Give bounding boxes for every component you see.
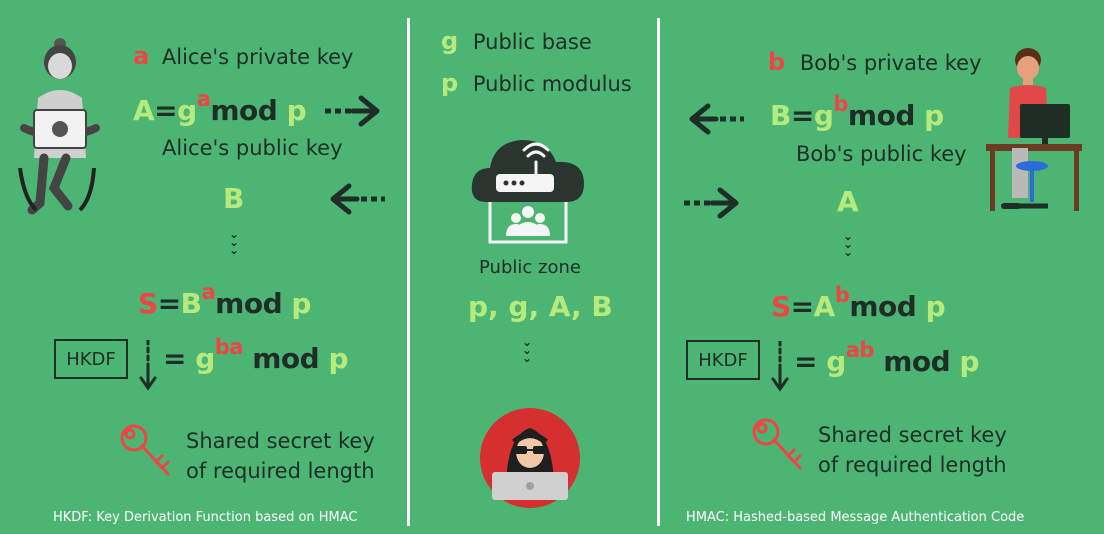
public-modulus-symbol: p xyxy=(441,69,458,97)
alice-hkdf-box: HKDF xyxy=(54,339,128,379)
public-zone-label: Public zone xyxy=(479,257,581,278)
divider-right xyxy=(657,18,660,526)
arrow-right-icon xyxy=(684,186,744,220)
bob-received-value: A xyxy=(837,185,859,218)
bob-secret-equation: S=Abmod p xyxy=(771,293,945,321)
alice-private-key-row: a Alice's private key xyxy=(133,42,353,70)
footer-left: HKDF: Key Derivation Function based on H… xyxy=(53,510,358,525)
footer-right: HMAC: Hashed-based Message Authenticatio… xyxy=(686,510,1024,525)
bob-hkdf-equation: = gab mod p xyxy=(794,348,979,376)
alice-illustration xyxy=(14,38,106,218)
bob-illustration xyxy=(982,44,1086,216)
bob-hkdf-box: HKDF xyxy=(686,340,760,380)
chevrons-down-icon: ⌄⌄⌄ xyxy=(224,230,244,254)
public-base-row: g Public base xyxy=(441,27,592,55)
chevrons-down-icon: ⌄⌄⌄ xyxy=(838,232,858,256)
alice-received-value: B xyxy=(223,182,244,215)
hacker-icon xyxy=(478,406,582,510)
key-icon xyxy=(118,422,174,482)
public-modulus-row: p Public modulus xyxy=(441,69,632,97)
public-modulus-label: Public modulus xyxy=(473,72,632,96)
alice-public-equation: A=gamod p xyxy=(133,97,306,125)
arrow-down-icon xyxy=(770,341,790,395)
chevrons-down-icon: ⌄⌄⌄ xyxy=(517,338,537,362)
alice-public-label: Alice's public key xyxy=(162,136,343,160)
arrow-left-icon xyxy=(684,102,744,136)
key-icon xyxy=(750,416,806,476)
alice-private-label: Alice's private key xyxy=(162,45,354,69)
public-base-symbol: g xyxy=(441,27,458,55)
alice-secret-equation: S=Bamod p xyxy=(138,290,311,318)
alice-shared-key-text: Shared secret key of required length xyxy=(186,426,375,486)
alice-private-symbol: a xyxy=(133,42,149,70)
bob-private-label: Bob's private key xyxy=(800,51,982,75)
public-values: p, g, A, B xyxy=(468,290,613,323)
cloud-network-icon xyxy=(466,128,590,252)
bob-public-equation: B=gbmod p xyxy=(770,102,944,130)
public-base-label: Public base xyxy=(473,30,592,54)
bob-private-symbol: b xyxy=(768,48,785,76)
bob-private-key-row: b Bob's private key xyxy=(768,48,982,76)
alice-hkdf-equation: = gba mod p xyxy=(163,345,348,373)
bob-shared-key-text: Shared secret key of required length xyxy=(818,420,1007,480)
arrow-left-icon xyxy=(325,182,385,216)
divider-left xyxy=(407,18,410,526)
arrow-down-icon xyxy=(138,340,158,394)
bob-public-label: Bob's public key xyxy=(796,142,967,166)
arrow-right-icon xyxy=(325,94,385,128)
